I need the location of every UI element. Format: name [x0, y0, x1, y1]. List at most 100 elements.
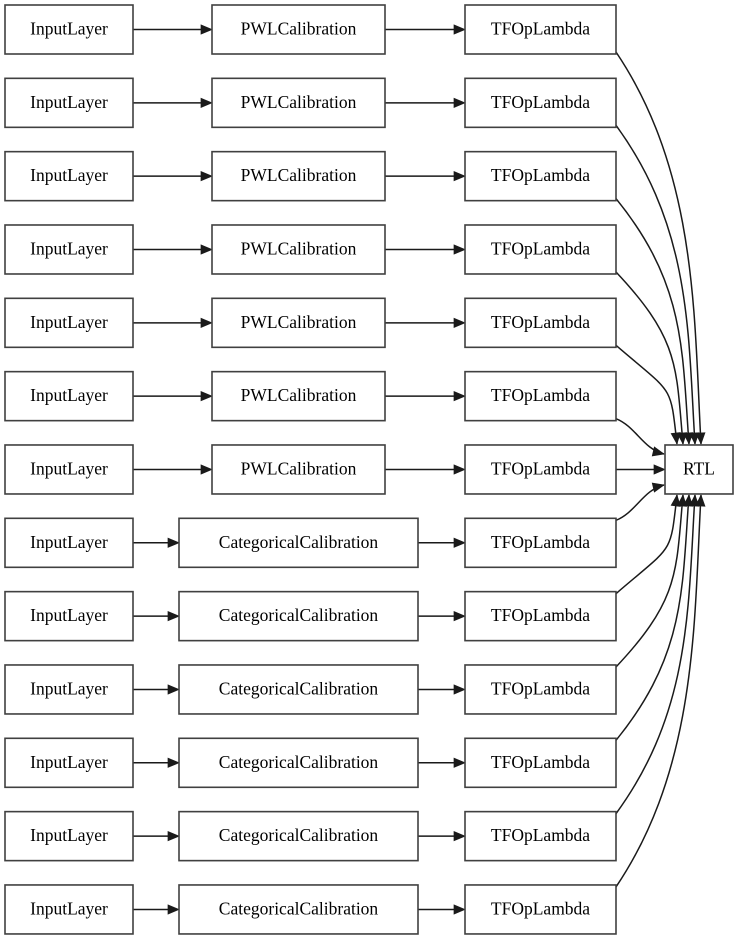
node-input-layer-11-label: InputLayer [30, 825, 108, 845]
edge-calibration-to-lambda-1-arrowhead [453, 97, 466, 108]
node-input-layer-9-box [4, 664, 134, 715]
node-input-layer-7[interactable]: InputLayer [4, 517, 134, 569]
node-calibration-9-label: CategoricalCalibration [219, 678, 379, 698]
node-tf-op-lambda-2-box [464, 150, 617, 202]
node-calibration-9-box [178, 664, 419, 715]
node-tf-op-lambda-4[interactable]: TFOpLambda [464, 297, 617, 349]
edge-input-to-calibration-9-arrowhead [167, 684, 180, 695]
node-tf-op-lambda-2-label: TFOpLambda [491, 165, 590, 185]
node-tf-op-lambda-3-label: TFOpLambda [491, 239, 590, 259]
node-input-layer-10[interactable]: InputLayer [4, 737, 134, 789]
node-calibration-4[interactable]: PWLCalibration [211, 297, 386, 349]
node-calibration-6[interactable]: PWLCalibration [211, 444, 386, 495]
node-tf-op-lambda-8-label: TFOpLambda [491, 605, 590, 625]
node-calibration-12-box [178, 884, 419, 935]
node-calibration-12-label: CategoricalCalibration [219, 898, 379, 918]
node-calibration-3-box [211, 224, 386, 275]
node-input-layer-8[interactable]: InputLayer [4, 590, 134, 642]
node-tf-op-lambda-10-box [464, 737, 617, 789]
node-tf-op-lambda-11-label: TFOpLambda [491, 825, 590, 845]
node-tf-op-lambda-10[interactable]: TFOpLambda [464, 737, 617, 789]
node-calibration-12[interactable]: CategoricalCalibration [178, 884, 419, 935]
node-tf-op-lambda-8[interactable]: TFOpLambda [464, 590, 617, 642]
node-calibration-8[interactable]: CategoricalCalibration [178, 590, 419, 642]
node-calibration-3[interactable]: PWLCalibration [211, 224, 386, 275]
node-input-layer-7-box [4, 517, 134, 569]
node-tf-op-lambda-11[interactable]: TFOpLambda [464, 810, 617, 862]
node-input-layer-0-box [4, 4, 134, 55]
node-calibration-11[interactable]: CategoricalCalibration [178, 810, 419, 862]
node-calibration-6-label: PWLCalibration [241, 458, 357, 478]
node-input-layer-11[interactable]: InputLayer [4, 810, 134, 862]
node-input-layer-9[interactable]: InputLayer [4, 664, 134, 715]
node-input-layer-6[interactable]: InputLayer [4, 444, 134, 495]
edge-lambda-to-rtl-6-arrowhead [653, 464, 666, 475]
node-calibration-0[interactable]: PWLCalibration [211, 4, 386, 55]
node-input-layer-3[interactable]: InputLayer [4, 224, 134, 275]
edge-lambda-to-rtl-12-arrowhead [695, 494, 706, 507]
node-calibration-2[interactable]: PWLCalibration [211, 150, 386, 202]
node-rtl-output[interactable]: RTL [664, 444, 734, 495]
edge-input-to-calibration-3-arrowhead [200, 244, 213, 255]
node-tf-op-lambda-5[interactable]: TFOpLambda [464, 370, 617, 422]
edge-calibration-to-lambda-4-arrowhead [453, 317, 466, 328]
node-tf-op-lambda-3[interactable]: TFOpLambda [464, 224, 617, 275]
edge-calibration-to-lambda-7-arrowhead [453, 537, 466, 548]
node-input-layer-12[interactable]: InputLayer [4, 884, 134, 935]
node-tf-op-lambda-11-box [464, 810, 617, 862]
node-tf-op-lambda-10-label: TFOpLambda [491, 752, 590, 772]
node-calibration-1[interactable]: PWLCalibration [211, 77, 386, 129]
node-calibration-10-label: CategoricalCalibration [219, 752, 379, 772]
node-input-layer-2-label: InputLayer [30, 165, 108, 185]
node-tf-op-lambda-9[interactable]: TFOpLambda [464, 664, 617, 715]
edge-lambda-to-rtl-2 [615, 198, 690, 445]
node-input-layer-5-label: InputLayer [30, 385, 108, 405]
node-calibration-10-box [178, 737, 419, 789]
node-calibration-8-label: CategoricalCalibration [219, 605, 379, 625]
node-calibration-9[interactable]: CategoricalCalibration [178, 664, 419, 715]
edge-input-to-calibration-6-arrowhead [200, 464, 213, 475]
edge-input-to-calibration-4-arrowhead [200, 317, 213, 328]
edge-lambda-to-rtl-0 [615, 51, 702, 445]
node-input-layer-5[interactable]: InputLayer [4, 370, 134, 422]
node-calibration-5[interactable]: PWLCalibration [211, 370, 386, 422]
edge-lambda-to-rtl-3 [615, 271, 684, 445]
edge-input-to-calibration-7-arrowhead [167, 537, 180, 548]
node-input-layer-1-label: InputLayer [30, 92, 108, 112]
node-tf-op-lambda-0-box [464, 4, 617, 55]
node-tf-op-lambda-6[interactable]: TFOpLambda [464, 444, 617, 495]
node-tf-op-lambda-7[interactable]: TFOpLambda [464, 517, 617, 569]
node-tf-op-lambda-0-label: TFOpLambda [491, 19, 590, 39]
node-input-layer-7-label: InputLayer [30, 532, 108, 552]
node-calibration-10[interactable]: CategoricalCalibration [178, 737, 419, 789]
node-calibration-0-box [211, 4, 386, 55]
node-input-layer-1-box [4, 77, 134, 129]
node-input-layer-1[interactable]: InputLayer [4, 77, 134, 129]
edges-layer [133, 24, 706, 915]
edge-calibration-to-lambda-11-arrowhead [453, 831, 466, 842]
node-tf-op-lambda-12[interactable]: TFOpLambda [464, 884, 617, 935]
node-calibration-1-label: PWLCalibration [241, 92, 357, 112]
node-tf-op-lambda-7-label: TFOpLambda [491, 532, 590, 552]
node-input-layer-4-label: InputLayer [30, 312, 108, 332]
node-tf-op-lambda-5-label: TFOpLambda [491, 385, 590, 405]
node-calibration-4-box [211, 297, 386, 349]
node-tf-op-lambda-1[interactable]: TFOpLambda [464, 77, 617, 129]
node-input-layer-3-box [4, 224, 134, 275]
edge-input-to-calibration-0-arrowhead [200, 24, 213, 35]
node-input-layer-6-label: InputLayer [30, 458, 108, 478]
edge-input-to-calibration-11-arrowhead [167, 831, 180, 842]
node-tf-op-lambda-0[interactable]: TFOpLambda [464, 4, 617, 55]
node-tf-op-lambda-2[interactable]: TFOpLambda [464, 150, 617, 202]
node-calibration-7[interactable]: CategoricalCalibration [178, 517, 419, 569]
node-tf-op-lambda-4-label: TFOpLambda [491, 312, 590, 332]
edge-lambda-to-rtl-9 [615, 494, 684, 668]
node-input-layer-8-label: InputLayer [30, 605, 108, 625]
edge-input-to-calibration-8-arrowhead [167, 611, 180, 622]
node-input-layer-2[interactable]: InputLayer [4, 150, 134, 202]
node-input-layer-0[interactable]: InputLayer [4, 4, 134, 55]
node-input-layer-4[interactable]: InputLayer [4, 297, 134, 349]
node-tf-op-lambda-4-box [464, 297, 617, 349]
